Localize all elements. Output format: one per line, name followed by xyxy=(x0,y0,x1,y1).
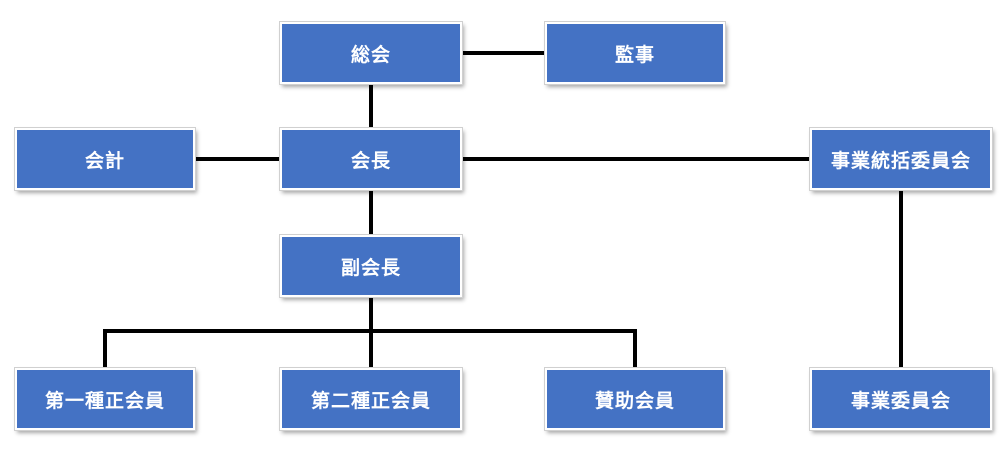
node-kanji: 監事 xyxy=(544,21,726,85)
connector-member-branch xyxy=(103,329,637,368)
node-soukai: 総会 xyxy=(279,21,463,85)
node-jigyou-iinkai: 事業委員会 xyxy=(809,367,993,431)
node-kaikei: 会計 xyxy=(14,127,196,191)
node-dai1-seikaiin: 第一種正会員 xyxy=(14,367,196,431)
node-kaichou: 会長 xyxy=(279,127,463,191)
node-fukukaichou: 副会長 xyxy=(279,234,463,298)
node-jigyou-toukatsu-iinkai: 事業統括委員会 xyxy=(809,127,993,191)
node-dai2-seikaiin: 第二種正会員 xyxy=(279,367,463,431)
node-sanjo-kaiin: 賛助会員 xyxy=(544,367,726,431)
